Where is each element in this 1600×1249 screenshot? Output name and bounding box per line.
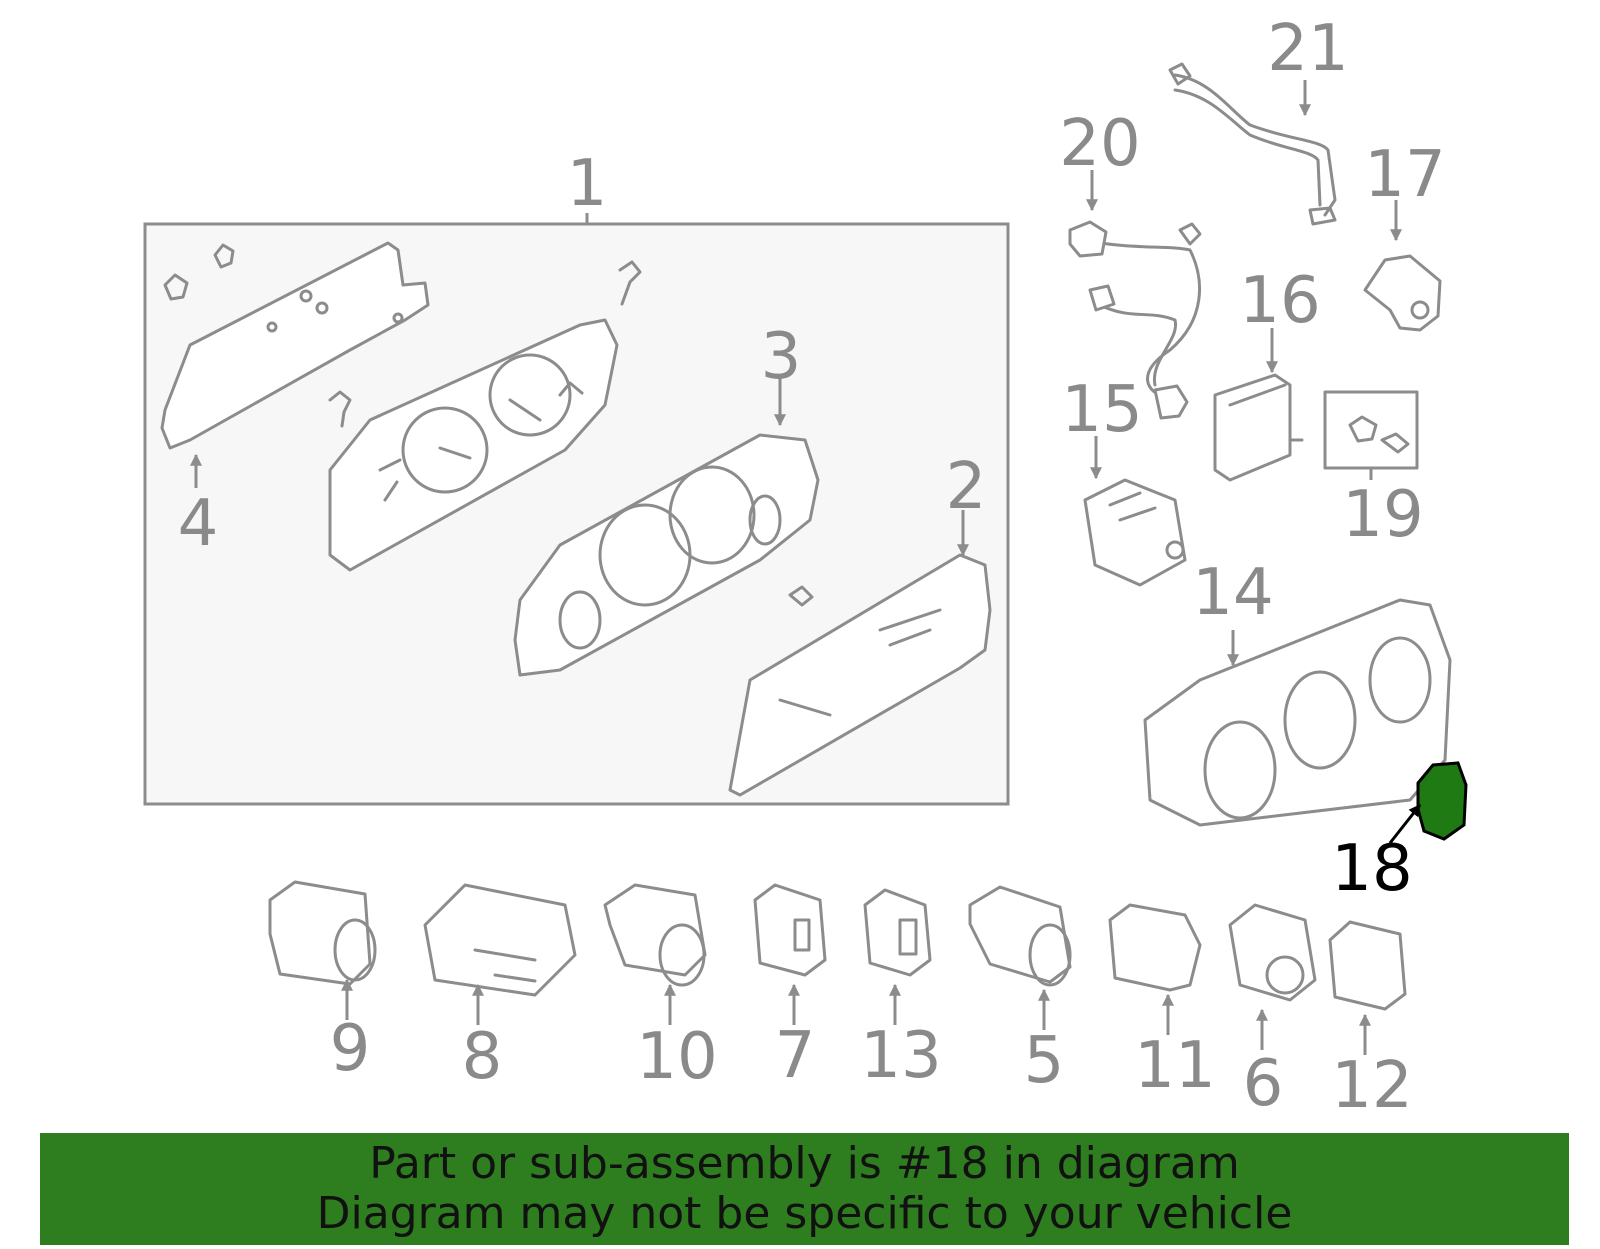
banner-line-2: Diagram may not be specific to your vehi… xyxy=(316,1188,1293,1239)
part-21-harness xyxy=(1168,62,1337,226)
part-cluster-housing xyxy=(328,318,619,572)
part-5-switch xyxy=(968,885,1072,987)
part-11-switch xyxy=(1108,903,1202,992)
part-10-switch xyxy=(603,883,707,987)
notice-banner: Part or sub-assembly is #18 in diagram D… xyxy=(40,1133,1569,1245)
callout-16: 16 xyxy=(1239,264,1320,338)
part-12-switch xyxy=(1328,920,1407,1011)
part-4-back-panel xyxy=(160,241,642,450)
callout-12: 12 xyxy=(1331,1049,1412,1123)
part-17-sensor xyxy=(1363,254,1442,332)
callout-14: 14 xyxy=(1192,556,1273,630)
banner-line-1: Part or sub-assembly is #18 in diagram xyxy=(369,1138,1240,1189)
callout-5: 5 xyxy=(1024,1024,1065,1098)
callout-4: 4 xyxy=(178,487,219,561)
callout-8: 8 xyxy=(462,1020,503,1094)
part-9-knob xyxy=(268,880,377,986)
callout-20: 20 xyxy=(1059,107,1140,181)
part-13-switch xyxy=(863,888,932,977)
part-7-switch xyxy=(753,883,827,977)
part-3-gauge-plate xyxy=(513,433,820,677)
callout-6: 6 xyxy=(1243,1047,1284,1121)
callout-9: 9 xyxy=(330,1012,371,1086)
callout-2: 2 xyxy=(946,450,987,524)
callout-7: 7 xyxy=(775,1019,816,1093)
part-8-switch xyxy=(423,883,577,997)
callout-10: 10 xyxy=(636,1020,717,1094)
part-14-cluster-case xyxy=(1143,598,1452,827)
callout-19: 19 xyxy=(1342,478,1423,552)
callout-1: 1 xyxy=(567,147,608,221)
callout-11: 11 xyxy=(1134,1029,1215,1103)
part-19-kit xyxy=(1323,390,1419,470)
callout-17: 17 xyxy=(1364,138,1445,212)
callout-21: 21 xyxy=(1267,12,1348,86)
part-20-wire xyxy=(1068,220,1202,420)
callout-13: 13 xyxy=(860,1019,941,1093)
part-18-highlighted xyxy=(1416,761,1468,841)
part-6-knob xyxy=(1228,903,1317,1002)
part-15-switch xyxy=(1083,478,1187,587)
callout-3: 3 xyxy=(761,320,802,394)
callout-15: 15 xyxy=(1061,373,1142,447)
callout-18: 18 xyxy=(1331,832,1412,906)
part-2-lens xyxy=(728,553,992,797)
part-16-module xyxy=(1213,373,1304,482)
